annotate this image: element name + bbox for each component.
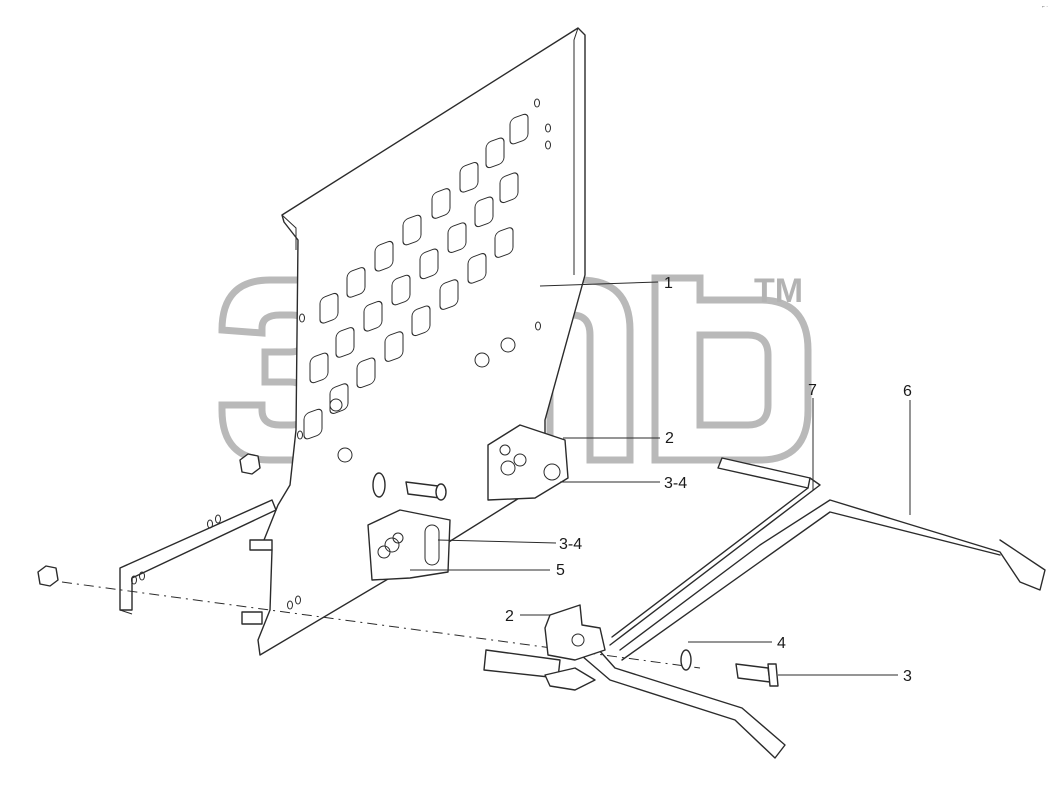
callout-3: 3 [903, 668, 912, 685]
callout-3-4-lower: 3-4 [559, 536, 582, 553]
callout-6: 6 [903, 383, 912, 400]
clamp-lower-part-2 [544, 604, 606, 691]
callout-3-4-upper: 3-4 [664, 475, 687, 492]
callout-5: 5 [556, 562, 565, 579]
panel-bolts [329, 337, 516, 463]
bolt-middle [405, 481, 447, 501]
washer-right [680, 649, 692, 671]
callout-labels: 1 2 3-4 3-4 5 7 6 2 4 3 [505, 275, 912, 685]
callout-2-upper: 2 [665, 430, 674, 447]
slotted-plate-part-5 [367, 509, 451, 581]
panel-slots [303, 113, 529, 440]
corner-mark: ⌐ · [1042, 4, 1048, 10]
callout-1: 1 [664, 275, 673, 292]
callout-7: 7 [808, 382, 817, 399]
callout-2-lower: 2 [505, 608, 514, 625]
washer-middle [372, 472, 386, 498]
rod-part-6 [574, 499, 1046, 759]
leader-lines [410, 281, 911, 676]
left-bracket [119, 499, 277, 625]
panel-holes [287, 98, 551, 610]
nut-left-lower [37, 565, 59, 587]
trademark-label: TM [754, 272, 803, 310]
nut-left-upper [239, 453, 261, 475]
bolt-right [735, 663, 779, 687]
callout-4: 4 [777, 635, 786, 652]
bracket-plate-upper [487, 424, 569, 501]
